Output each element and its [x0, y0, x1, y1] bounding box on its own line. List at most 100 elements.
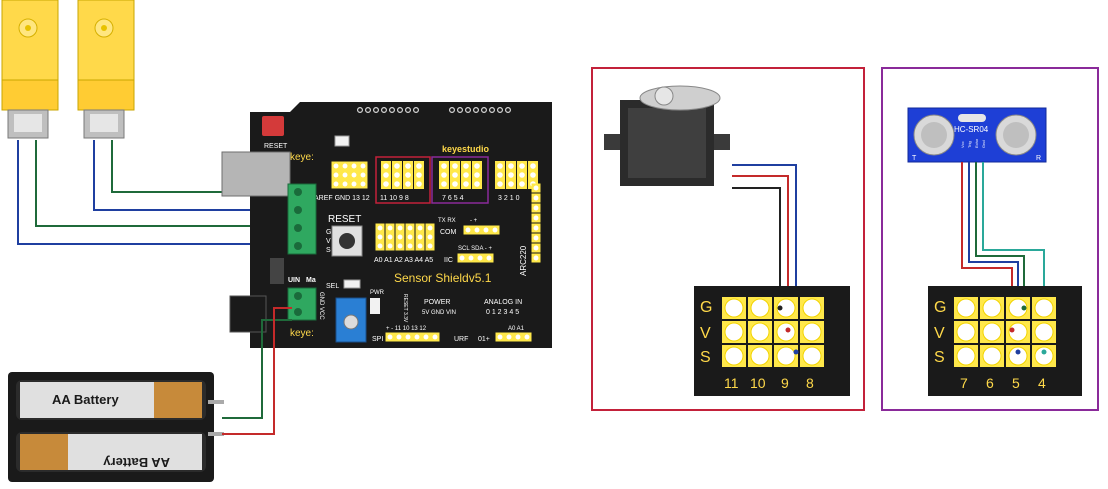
- header-arc220: [531, 183, 541, 263]
- sonar-grid-hole: [956, 322, 976, 342]
- servo-grid-hole: [802, 322, 822, 342]
- pin-4-7-hole: [474, 181, 480, 187]
- sonar-row-g: G: [934, 299, 946, 316]
- battery-wires: [222, 307, 292, 435]
- servo-grid-hole: [750, 322, 770, 342]
- pin-0-3-hole: [519, 181, 525, 187]
- pin-8-11-hole: [416, 172, 422, 178]
- module-t-label: T: [912, 155, 917, 162]
- sonar-grid-hole: [1034, 322, 1054, 342]
- power-label: POWER: [424, 299, 450, 306]
- arc-pin-hole: [533, 225, 539, 231]
- analog-pin-hole: [387, 225, 393, 231]
- pin-8-11-hole: [383, 163, 389, 169]
- sonar-col-4: 4: [1038, 375, 1046, 391]
- a0a1-pin-hole: [506, 334, 512, 340]
- pin-0-3-hole: [497, 163, 503, 169]
- servo-grid-hole: [724, 298, 744, 318]
- pin-0-3-hole: [508, 163, 514, 169]
- brand-bottom: keye:: [290, 328, 314, 339]
- spi-pins-label: + - 11 10 13 12: [386, 326, 427, 332]
- servo-row-v: V: [700, 325, 711, 342]
- model-label: Sensor Shieldv5.1: [394, 271, 492, 285]
- pin-4-7-hole: [441, 181, 447, 187]
- arc220-label: ARC220: [519, 245, 528, 276]
- highlight-box-sonar: [431, 156, 489, 204]
- pin-8-11-hole: [394, 181, 400, 187]
- servo-panel: [591, 67, 865, 411]
- com-pm-label: - +: [470, 218, 478, 224]
- sonar-row-v: V: [934, 325, 945, 342]
- pin-0-3-hole: [508, 181, 514, 187]
- row-s-label: S: [326, 247, 331, 254]
- pin-8-11-hole: [405, 181, 411, 187]
- aref-label: AREF GND 13 12: [314, 195, 370, 202]
- com-label: COM: [440, 229, 457, 236]
- iic-label: IIC: [444, 257, 453, 264]
- arc-pin-hole: [533, 235, 539, 241]
- analog-pin-hole: [417, 225, 423, 231]
- spi-pin-hole: [396, 334, 402, 340]
- pin-trig-label: Trig: [967, 141, 972, 148]
- pin-4-7-hole: [463, 181, 469, 187]
- analog-pin-hole: [407, 225, 413, 231]
- row-g-label: G: [326, 229, 331, 236]
- aref-pin-hole: [342, 181, 348, 187]
- pin-4-7-hole: [441, 172, 447, 178]
- power-pins-label: 5V GND VIN: [422, 310, 456, 316]
- hc-sr04-module: HC-SR04 T R Vcc Trig Echo Gnd: [907, 107, 1047, 163]
- pin-gnd-label: Gnd: [981, 140, 986, 148]
- servo-wire-ends: [777, 305, 799, 355]
- arc-pin-hole: [533, 205, 539, 211]
- servo-grid-hole: [802, 298, 822, 318]
- analog-pin-hole: [417, 243, 423, 249]
- analog-pin-hole: [377, 225, 383, 231]
- analog-pin-hole: [397, 225, 403, 231]
- servo-grid-hole: [724, 346, 744, 366]
- brand-short: keye:: [290, 152, 314, 163]
- analog-pin-hole: [387, 243, 393, 249]
- spi-pin-hole: [423, 334, 429, 340]
- pin-4-7-hole: [452, 181, 458, 187]
- pin-8-11-hole: [394, 163, 400, 169]
- sonar-col-7: 7: [960, 375, 968, 391]
- reset-small-label: RESET: [264, 143, 288, 150]
- reset-button-label: RESET: [328, 214, 361, 225]
- servo-grid-hole: [776, 298, 796, 318]
- header-pins-4-7: [439, 161, 482, 189]
- com-pin-hole: [474, 227, 480, 233]
- sonar-grid-hole: [1008, 322, 1028, 342]
- pin-8-11-hole: [383, 181, 389, 187]
- analog-pin-hole: [387, 234, 393, 240]
- right-motor: [77, 0, 135, 139]
- vin-label: UIN: [288, 277, 300, 284]
- pin-4-7-hole: [452, 163, 458, 169]
- pin-8-11-hole: [405, 163, 411, 169]
- sonar-row-s: S: [934, 349, 945, 366]
- aref-pin-hole: [342, 172, 348, 178]
- analog-nums-label: 0 1 2 3 4 5: [486, 309, 519, 316]
- sonar-wire-ends: [1009, 305, 1047, 355]
- analog-pin-hole: [427, 234, 433, 240]
- pins-0-3-label: 3 2 1 0: [498, 195, 520, 202]
- pin-8-11-hole: [405, 172, 411, 178]
- aref-pin-hole: [360, 163, 366, 169]
- pin-0-3-hole: [497, 172, 503, 178]
- pin-8-11-hole: [383, 172, 389, 178]
- aref-pin-hole: [333, 172, 339, 178]
- pin-0-3-hole: [519, 172, 525, 178]
- sel-label: SEL: [326, 283, 339, 290]
- a0a1-label: A0 A1: [508, 326, 525, 332]
- pin-8-11-hole: [416, 163, 422, 169]
- servo-grid-hole: [750, 346, 770, 366]
- sonar-grid-hole: [956, 346, 976, 366]
- arc-pin-hole: [533, 215, 539, 221]
- analog-pins-label: A0 A1 A2 A3 A4 A5: [374, 257, 433, 264]
- pin-4-7-hole: [441, 163, 447, 169]
- top-holes: [357, 106, 512, 113]
- sclsda-label: SCL SDA - +: [458, 246, 492, 252]
- motor-wires: [17, 140, 300, 245]
- servo-row-g: G: [700, 299, 712, 316]
- header-com: [463, 225, 500, 235]
